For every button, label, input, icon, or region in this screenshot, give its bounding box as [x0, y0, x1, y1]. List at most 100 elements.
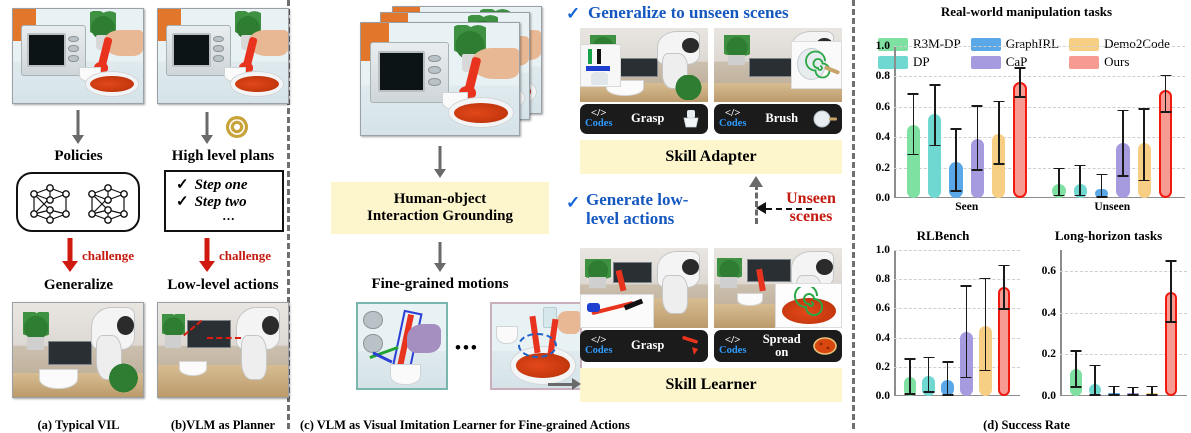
bar-demo2code [992, 134, 1006, 198]
error-bar [1108, 385, 1120, 396]
spatula-icon [682, 336, 698, 355]
adapter-scene-1 [580, 28, 708, 102]
brush-icon [683, 110, 699, 128]
y-axis-tick-label: 0.6 [1041, 264, 1056, 277]
legend-swatch [970, 37, 1001, 51]
panel-a-demo-photo [12, 8, 144, 104]
step-label: Step two [194, 194, 247, 210]
chart-title: RLBench [916, 228, 970, 243]
module-label-line2: Interaction Grounding [367, 208, 513, 224]
skill-adapter-box: Skill Adapter [580, 140, 842, 174]
y-axis-tick-label: 0.6 [875, 302, 890, 315]
adapter-skill-tag-1[interactable]: </> Codes Grasp [580, 104, 708, 134]
x-axis [1060, 394, 1187, 396]
gridline [1060, 354, 1187, 356]
legend-label: DP [913, 54, 930, 69]
error-bar [923, 356, 935, 394]
error-bar [1127, 386, 1139, 396]
error-bar [1014, 67, 1026, 98]
panel-a-stage-label: Policies [54, 148, 103, 164]
y-axis-tick-label: 0.2 [875, 161, 890, 174]
error-bar [1160, 74, 1172, 113]
gridline [894, 137, 1185, 139]
unseen-arrow-head [756, 202, 766, 214]
adapter-headline: Generalize to unseen scenes [588, 3, 789, 22]
y-axis-tick-label: 0.8 [875, 70, 890, 83]
gridline [894, 308, 1020, 310]
error-bar [1053, 167, 1065, 197]
step-ellipsis: ... [222, 208, 236, 223]
learner-headline-line1: Generate low- [586, 190, 689, 209]
y-axis [894, 250, 896, 396]
panel-b-outcome-label: Low-level actions [167, 277, 279, 293]
error-bar [1138, 108, 1150, 182]
gridline [1060, 312, 1187, 314]
pan-icon [813, 110, 837, 128]
pizza-icon [813, 337, 837, 355]
panel-c-ellipsis: ••• [455, 338, 479, 357]
gridline [894, 76, 1185, 78]
module-label-line1: Human-object [393, 190, 487, 207]
panel-b-steps-box: ✓ Step one ✓ Step two ... [164, 170, 284, 232]
error-bar [1165, 260, 1177, 323]
error-bar [998, 264, 1010, 310]
error-bar [979, 277, 991, 372]
error-bar [950, 128, 962, 192]
legend-label: R3M-DP [913, 36, 961, 51]
y-axis-tick-label: 0.6 [875, 100, 890, 113]
panel-c-grounding-module: Human-object Interaction Grounding [331, 182, 549, 234]
codes-label: Codes [585, 118, 613, 130]
gridline [894, 337, 1020, 339]
error-bar [929, 84, 941, 147]
y-axis-tick-label: 0.0 [1041, 390, 1056, 402]
code-symbol: </> [724, 334, 741, 347]
divider-a-b [287, 0, 290, 429]
check-icon: ✓ [176, 194, 189, 210]
learner-check-icon: ✓ [566, 193, 581, 212]
learner-skill-tag-2[interactable]: </> Codes Spread on [714, 330, 842, 362]
panel-c-motion-frame-2 [490, 302, 582, 390]
skill-verb: Brush [765, 111, 799, 126]
panel-c-caption: (c) VLM as Visual Imitation Learner for … [300, 418, 630, 432]
panel-b-robot-photo [157, 302, 289, 398]
error-bar [960, 285, 972, 379]
x-axis-tick-label: Seen [955, 201, 979, 213]
y-axis-tick-label: 0.2 [875, 360, 890, 373]
legend-label: Demo2Code [1104, 36, 1170, 51]
skill-learner-box: Skill Learner [580, 368, 842, 402]
unseen-line2: scenes [789, 207, 833, 225]
gridline [1060, 270, 1187, 272]
gridline [894, 167, 1185, 169]
y-axis [1060, 250, 1062, 396]
y-axis-tick-label: 0.2 [1041, 348, 1056, 361]
panel-a-policies-box [16, 172, 140, 232]
legend-swatch [970, 55, 1001, 69]
gridline [894, 46, 1185, 47]
adapter-skill-tag-2[interactable]: </> Codes Brush [714, 104, 842, 134]
step-item: ✓ Step two [176, 194, 282, 211]
gridline [894, 279, 1020, 281]
adapter-check-icon: ✓ [566, 4, 581, 23]
learner-scene-2 [714, 248, 842, 328]
skill-verb: Grasp [631, 111, 665, 126]
panel-a-challenge-label: challenge [82, 248, 134, 263]
gridline [894, 106, 1185, 108]
gridline [894, 250, 1020, 251]
legend-swatch [1069, 37, 1100, 51]
error-bar [942, 360, 954, 396]
learner-skill-tag-1[interactable]: </> Codes Grasp [580, 330, 708, 362]
legend-label: GraphIRL [1005, 36, 1060, 51]
skill-verb: Spread on [751, 332, 812, 359]
error-bar [1074, 164, 1086, 197]
bar-ours [1013, 82, 1027, 198]
unseen-scenes-label: Unseen scenes [775, 190, 847, 226]
y-axis-tick-label: 0.8 [875, 273, 890, 286]
panel-b-demo-photo [157, 8, 289, 104]
legend-swatch [1069, 55, 1100, 69]
error-bar [1096, 173, 1108, 198]
x-axis [894, 196, 1185, 198]
error-bar [904, 358, 916, 395]
panel-e-caption: (d) Success Rate [983, 418, 1070, 432]
learner-headline: Generate low- level actions [586, 190, 726, 228]
